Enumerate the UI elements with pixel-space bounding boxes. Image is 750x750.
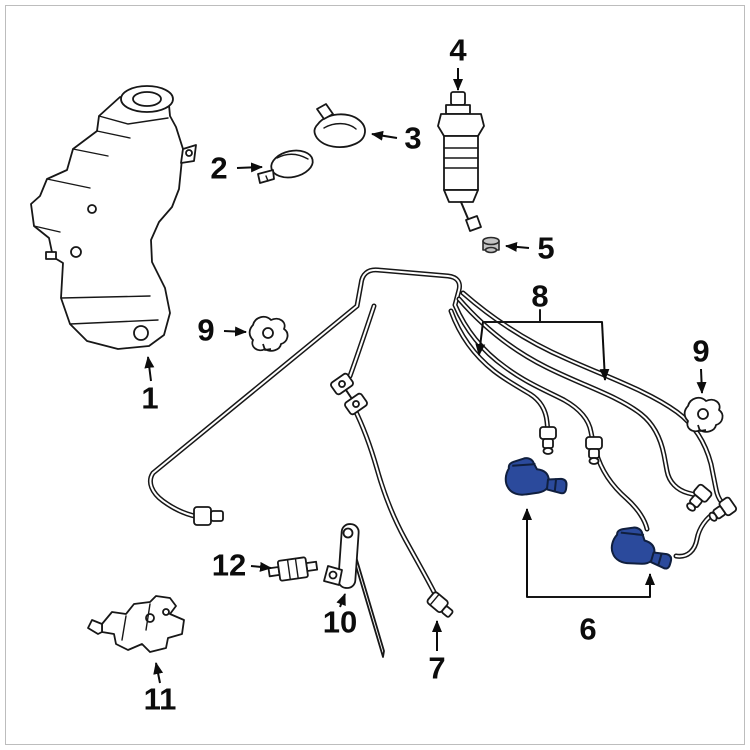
grommet-part: [482, 236, 500, 254]
bracket-pin-part: [323, 523, 385, 658]
callout-1-label: 1: [141, 381, 158, 416]
callout-5-label: 5: [537, 231, 554, 266]
hose-connector: [705, 495, 739, 526]
image-border: [5, 5, 745, 745]
callout-9-right-arrow: [696, 368, 707, 394]
callout-9-left-label: 9: [197, 313, 214, 348]
callout-12-arrow: [250, 561, 272, 572]
callout-4-label: 4: [449, 33, 467, 68]
retainer-clip-left: [248, 315, 289, 352]
callout-2-arrow: [236, 162, 263, 173]
hose-connector: [682, 482, 714, 516]
washer-nozzle-left[interactable]: [503, 455, 570, 501]
callout-2-label: 2: [210, 151, 227, 186]
callout-6-bracket: [522, 508, 655, 598]
callout-10-arrow: [336, 593, 346, 608]
callout-3-arrow: [371, 130, 398, 141]
callout-10-label: 10: [323, 605, 357, 640]
callout-8-label: 8: [531, 279, 548, 314]
elbow-fitting: [193, 506, 224, 526]
hose-assembly: [150, 270, 739, 618]
washer-pump-part: [437, 91, 485, 232]
check-valve-part: [267, 556, 319, 582]
callout-1-arrow: [144, 356, 155, 382]
washer-nozzle-right[interactable]: [607, 521, 679, 576]
callout-6-label: 6: [579, 612, 596, 647]
quick-connect-fittings: [330, 372, 368, 416]
callout-8-bracket: [475, 309, 610, 381]
mount-bracket-part: [87, 595, 185, 653]
callout-3-label: 3: [404, 121, 421, 156]
hose-connector: [539, 426, 557, 455]
callout-5-arrow: [505, 241, 530, 252]
retainer-clip-right: [683, 396, 724, 433]
callout-11-arrow: [153, 662, 164, 684]
callout-12-label: 12: [212, 548, 246, 583]
callout-7-label: 7: [428, 651, 445, 686]
hose-end-fitting: [426, 591, 454, 618]
seal-part: [313, 103, 366, 149]
callout-11-label: 11: [144, 682, 177, 717]
reservoir-cap-part: [257, 149, 314, 184]
callout-9-right-label: 9: [692, 334, 709, 369]
callout-9-left-arrow: [223, 326, 247, 337]
reservoir-part: [30, 85, 197, 350]
